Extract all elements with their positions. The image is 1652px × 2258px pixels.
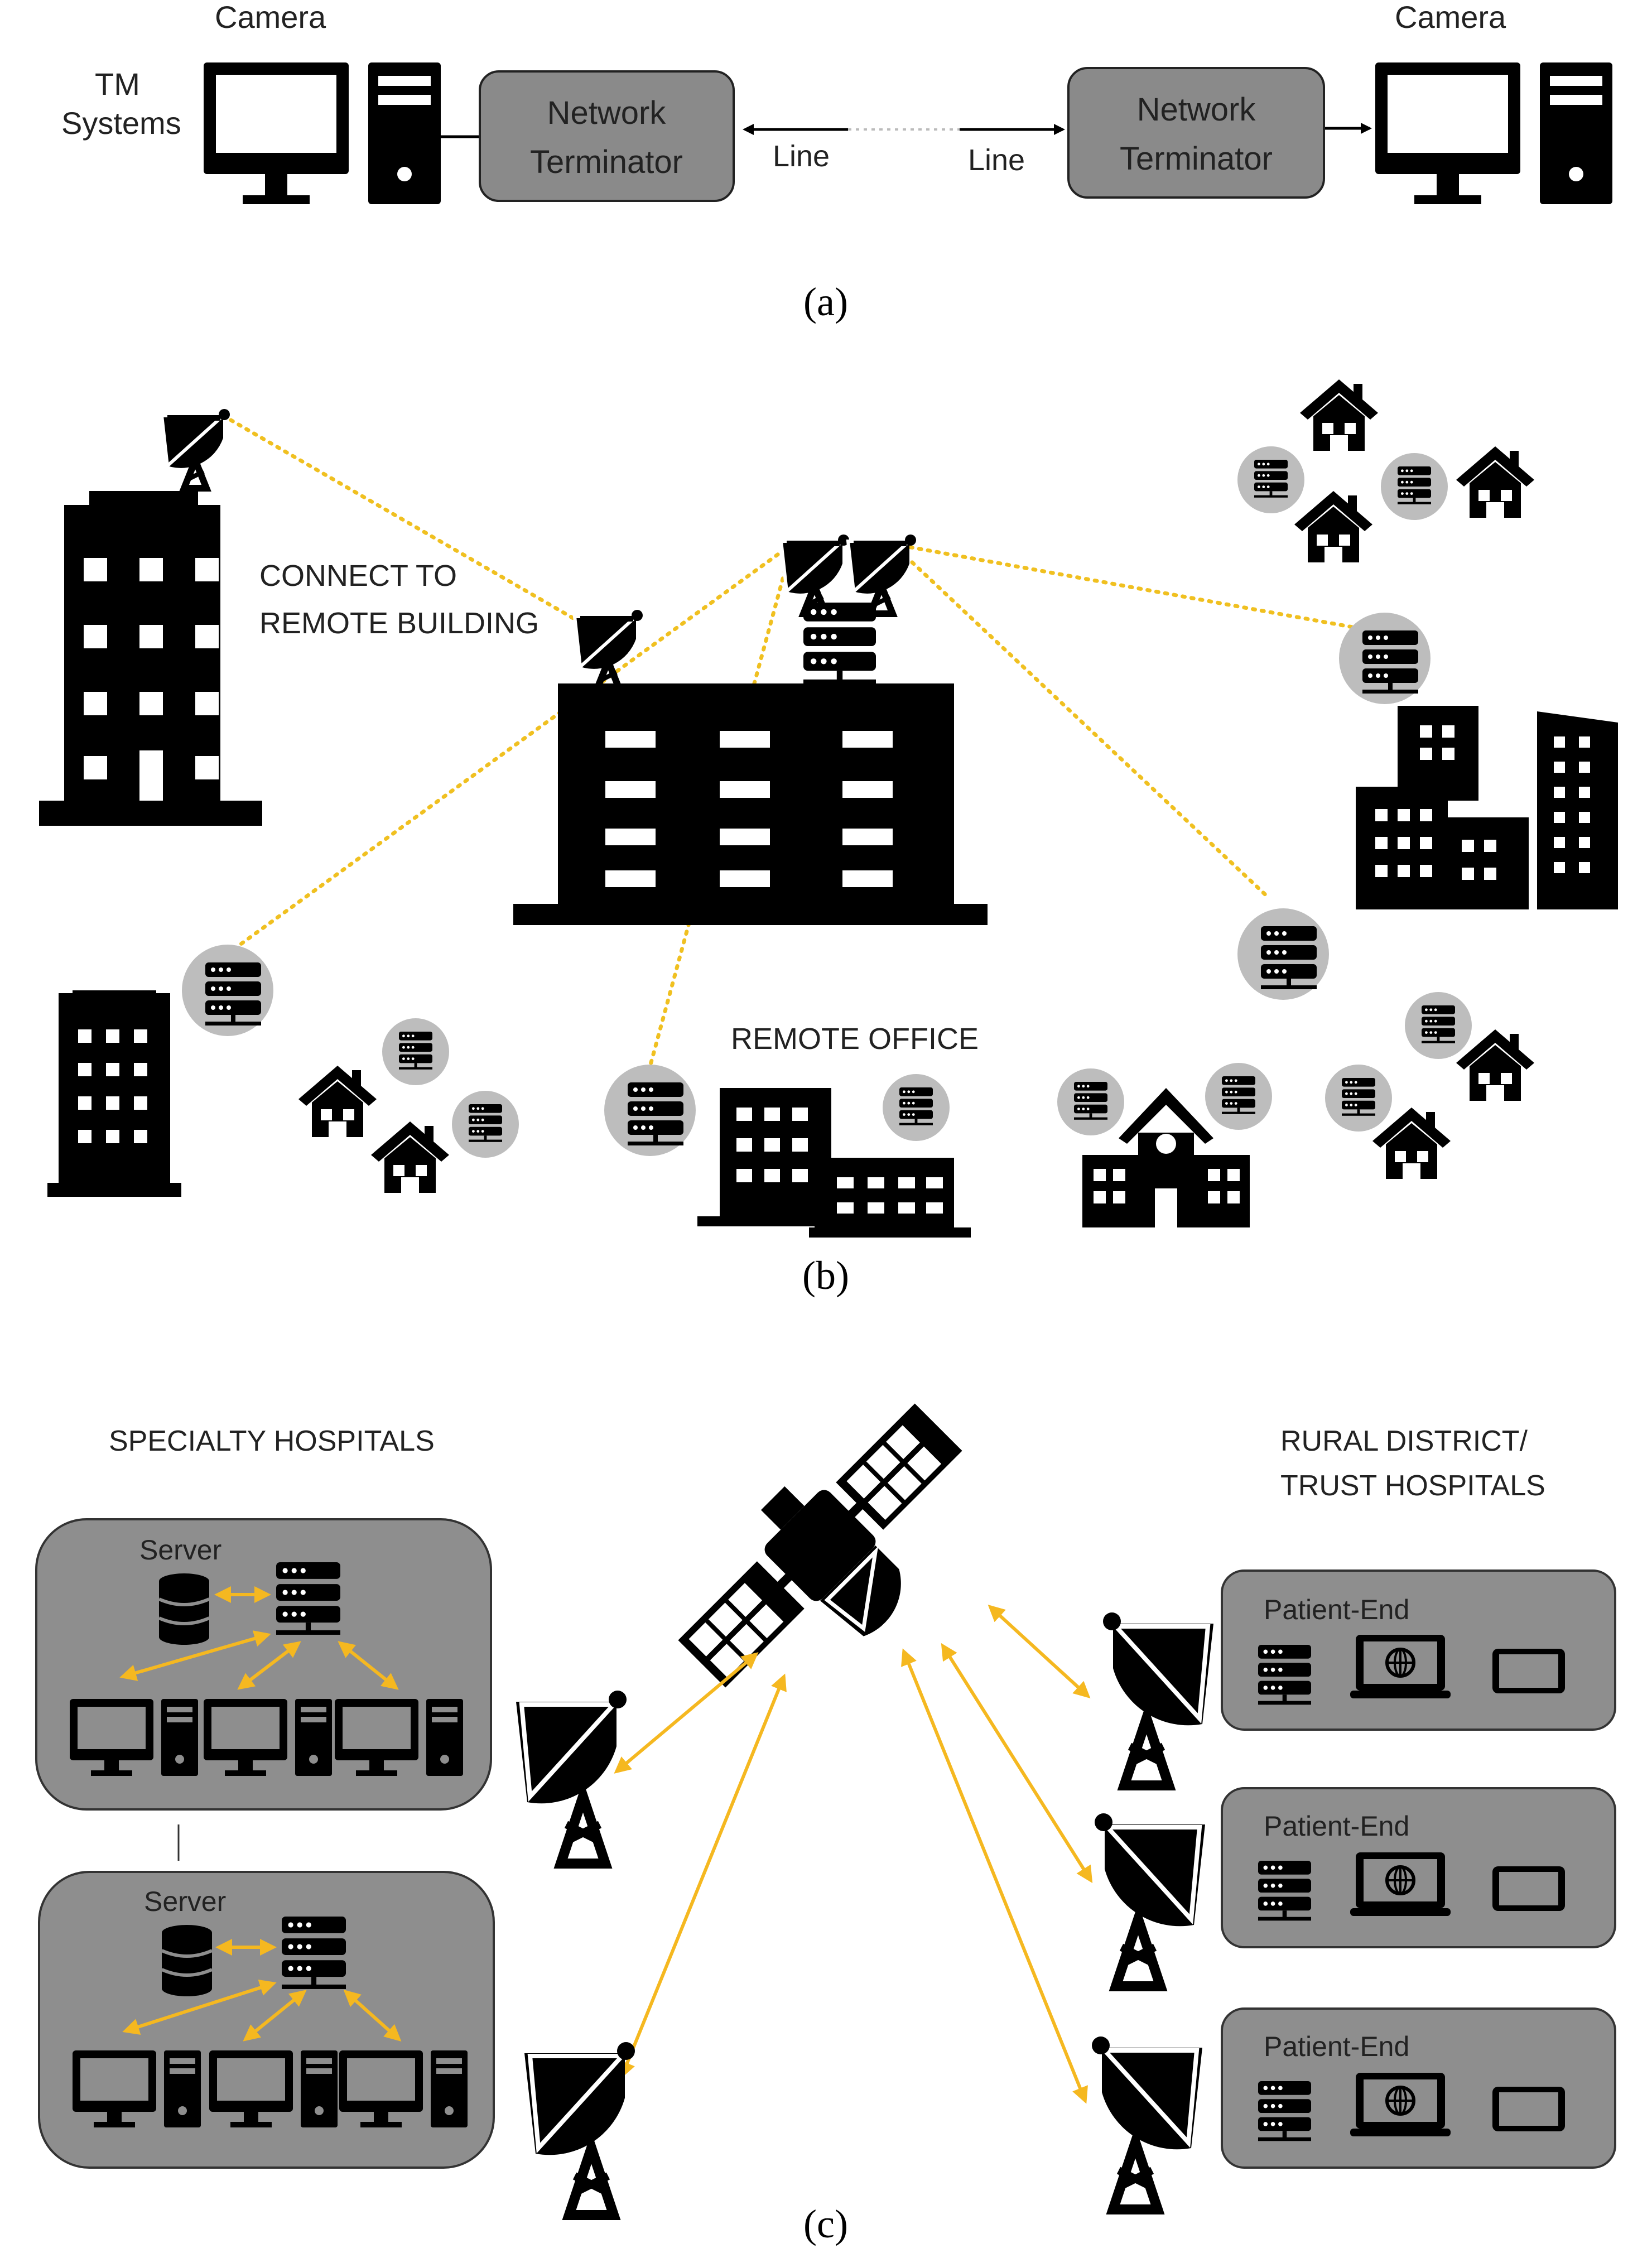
- server-badge-icon: [1205, 1063, 1272, 1130]
- house-icon: [1456, 446, 1534, 518]
- tm-label-line1: TM: [95, 66, 140, 102]
- server-badge-icon: [182, 945, 273, 1036]
- satellite-dish-icon: [1095, 1813, 1205, 1986]
- server-badge-icon: [382, 1018, 449, 1085]
- satellite-dish-icon: [516, 1691, 627, 1864]
- tablet-icon: [1492, 2087, 1565, 2131]
- monitor-right-icon: [1375, 62, 1520, 204]
- caption-b: (b): [802, 1253, 849, 1298]
- caption-a: (a): [803, 280, 848, 324]
- caption-c: (c): [803, 2202, 848, 2246]
- patient-end-label-1: Patient-End: [1264, 1594, 1409, 1625]
- remote-office-label: REMOTE OFFICE: [731, 1022, 979, 1056]
- monitor-left-icon: [204, 62, 349, 204]
- office-tower-icon: [47, 990, 181, 1197]
- terminator-right-line2: Terminator: [1120, 141, 1273, 177]
- server-label-2: Server: [144, 1886, 226, 1917]
- connect-line1: CONNECT TO: [259, 559, 457, 593]
- server-badge-icon: [1237, 446, 1304, 513]
- network-terminator-right: [1067, 67, 1325, 199]
- satellite-dish-icon: [781, 535, 849, 614]
- house-icon: [1300, 379, 1378, 451]
- line-left-label: Line: [773, 139, 830, 173]
- tower-right-icon: [1540, 62, 1612, 204]
- server-badge-icon: [1339, 613, 1431, 704]
- satellite-icon: [678, 1403, 962, 1688]
- satellite-dish-icon: [575, 610, 643, 689]
- satellite-dish-icon: [162, 409, 230, 488]
- remote-office-building-icon: [697, 1088, 971, 1238]
- server-rack-icon: [803, 603, 876, 685]
- rural-line2: TRUST HOSPITALS: [1280, 1470, 1545, 1502]
- school-building-icon: [1082, 1088, 1250, 1227]
- house-icon: [371, 1121, 449, 1193]
- connect-line2: REMOTE BUILDING: [259, 606, 539, 640]
- camera-right-label: Camera: [1395, 0, 1506, 35]
- terminator-left-line2: Terminator: [530, 144, 683, 180]
- server-badge-icon: [1325, 1065, 1392, 1132]
- city-buildings-icon: [1356, 706, 1618, 909]
- server-ws2-link: [243, 1990, 307, 2042]
- link-to-right-server: [890, 542, 1271, 901]
- server-badge-icon: [1381, 453, 1448, 520]
- panel-b: CONNECT TO REMOTE BUILDING: [39, 379, 1618, 1298]
- link-satellite-dish-right1: [988, 1604, 1091, 1699]
- link-dish-left2-satellite: [619, 1673, 787, 2079]
- server-ws2-link: [237, 1641, 301, 1690]
- link-tower-to-remote-building: [221, 413, 616, 644]
- database-icon: [162, 1925, 212, 1996]
- tablet-icon: [1492, 1866, 1565, 1911]
- link-dish-left1-satellite: [614, 1652, 759, 1774]
- satellite-dish-icon: [848, 535, 916, 614]
- laptop-icon: [1350, 1852, 1451, 1916]
- link-to-left-buildings: [221, 542, 794, 959]
- link-to-city: [890, 542, 1358, 630]
- server-badge-icon: [883, 1074, 950, 1141]
- server-badge-icon: [604, 1065, 696, 1156]
- database-icon: [159, 1573, 209, 1645]
- terminator-right-line1: Network: [1137, 92, 1256, 128]
- tower-left-icon: [368, 62, 441, 204]
- satellite-dish-icon: [1092, 2036, 1202, 2209]
- rural-line1: RURAL DISTRICT/: [1280, 1425, 1528, 1457]
- network-terminator-left: [479, 70, 735, 202]
- patient-end-label-3: Patient-End: [1264, 2031, 1409, 2062]
- tm-label-line2: Systems: [61, 105, 181, 141]
- tablet-icon: [1492, 1649, 1565, 1693]
- server-label-1: Server: [139, 1534, 221, 1566]
- laptop-icon: [1350, 2073, 1451, 2136]
- panel-a: Camera Camera TM Systems Network Termina…: [61, 0, 1612, 324]
- terminator-left-line1: Network: [547, 95, 667, 131]
- server-badge-icon: [1237, 908, 1329, 1000]
- line-right-label: Line: [968, 143, 1025, 177]
- server-badge-icon: [1057, 1068, 1124, 1135]
- house-icon: [1294, 491, 1372, 562]
- server-badge-icon: [452, 1091, 519, 1158]
- satellite-dish-icon: [524, 2042, 635, 2215]
- server-ws3-link: [343, 1989, 402, 2042]
- link-satellite-dish-right3: [901, 1648, 1088, 2104]
- panel-c: SPECIALTY HOSPITALS RURAL DISTRICT/ TRUS…: [35, 1403, 1616, 2246]
- laptop-icon: [1350, 1635, 1451, 1698]
- satellite-dish-icon: [1103, 1612, 1213, 1785]
- server-badge-icon: [1405, 992, 1472, 1059]
- specialty-hospitals-label: SPECIALTY HOSPITALS: [109, 1425, 435, 1457]
- camera-left-label: Camera: [215, 0, 326, 35]
- link-satellite-dish-right2: [941, 1643, 1093, 1884]
- server-ws3-link: [338, 1641, 399, 1690]
- patient-end-label-2: Patient-End: [1264, 1811, 1409, 1842]
- headquarters-building-icon: [513, 683, 988, 925]
- house-icon: [298, 1066, 377, 1137]
- tall-building-icon: [39, 491, 262, 826]
